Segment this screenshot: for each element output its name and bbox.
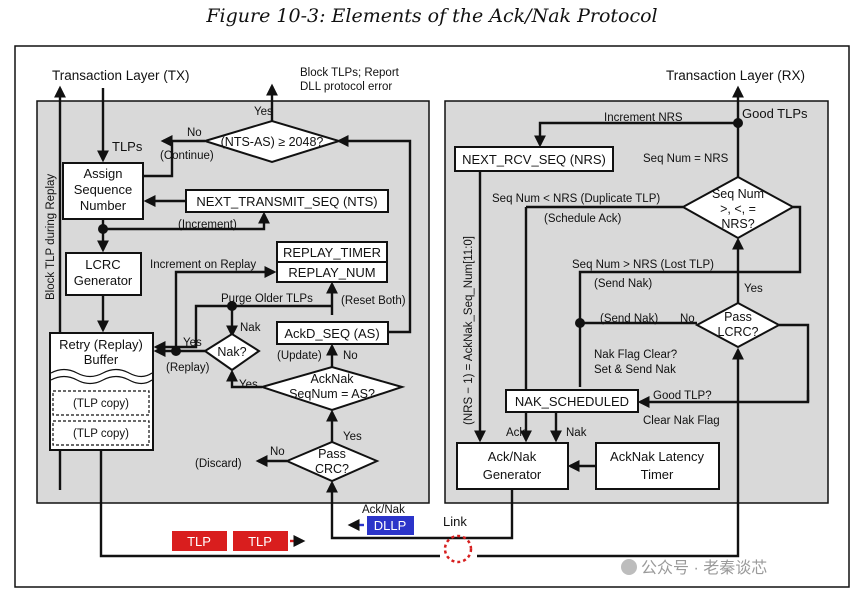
nrs-minus-label: (NRS − 1) = AckNak_Seq_Num[11:0] [463, 236, 475, 425]
continue-label: (Continue) [160, 150, 214, 162]
purge-label: Purge Older TLPs [221, 293, 313, 305]
nak-label-rx: Nak [566, 427, 587, 439]
nak-flag-clear: Nak Flag Clear?Set & Send Nak [594, 349, 677, 376]
tlp-copy-1: (TLP copy) [73, 398, 129, 410]
link-circle [443, 534, 473, 564]
good-tlps-label: Good TLPs [742, 106, 808, 121]
increment-nrs-label: Increment NRS [604, 112, 683, 124]
dllp-text: DLLP [374, 518, 407, 533]
lcrc-yes: Yes [744, 283, 763, 295]
tlp-copy-slot-1 [52, 390, 150, 416]
acknak-yes: Yes [239, 379, 258, 391]
lcrc-generator-box [65, 252, 142, 296]
acknak-seqnum-diamond [258, 365, 406, 412]
acknak-latency-timer-box [595, 442, 720, 490]
send-nak-2: (Send Nak) [600, 313, 658, 325]
link-label: Link [443, 514, 467, 529]
nak-decision-diamond [203, 332, 261, 372]
block-replay-label: Block TLP during Replay [45, 174, 57, 300]
ack-label: Ack [506, 427, 525, 439]
good-tlp-q: Good TLP? [653, 390, 712, 402]
nak-scheduled-label: NAK_SCHEDULED [515, 394, 629, 409]
reset-both-label: (Reset Both) [341, 295, 406, 307]
crc-yes: Yes [343, 431, 362, 443]
nts-decision-label: (NTS-AS) ≥ 2048? [221, 135, 324, 149]
dllp-block [367, 516, 414, 535]
nak-label-tx: Nak [240, 322, 261, 334]
schedule-ack-label: (Schedule Ack) [544, 213, 622, 225]
watermark: 公众号 · 老秦谈芯 [641, 559, 767, 577]
update-label: (Update) [277, 350, 322, 362]
acknak-generator-box [456, 442, 569, 490]
nak-decision-label: Nak? [217, 345, 246, 359]
next-rcv-seq-label: NEXT_RCV_SEQ (NRS) [462, 152, 606, 167]
inc-on-replay-label: Increment on Replay [150, 259, 256, 271]
tlp-text-1: TLP [187, 534, 211, 549]
replay-num-label: REPLAY_NUM [288, 265, 375, 280]
increment-label: (Increment) [178, 219, 237, 231]
tlp-text-2: TLP [248, 534, 272, 549]
discard-label: (Discard) [195, 458, 242, 470]
replay-timer-label: REPLAY_TIMER [283, 245, 381, 260]
lost-label: Seq Num > NRS (Lost TLP) [572, 259, 714, 271]
tlps-label: TLPs [112, 139, 143, 154]
no-update-label: No [343, 350, 358, 362]
rx-header: Transaction Layer (RX) [666, 68, 805, 83]
figure-title: Figure 10-3: Elements of the Ack/Nak Pro… [205, 5, 657, 27]
ackd-seq-label: AckD_SEQ (AS) [284, 326, 379, 341]
tx-header: Transaction Layer (TX) [52, 68, 190, 83]
tlp-block-2 [233, 531, 288, 551]
wechat-logo-icon [621, 559, 637, 575]
next-rcv-seq-box [454, 146, 614, 172]
seq-num-decision-label: Seq Num>, <, =NRS? [712, 187, 764, 231]
pass-crc-diamond [284, 440, 380, 483]
tlp-copy-2: (TLP copy) [73, 428, 129, 440]
clear-nak-label: Clear Nak Flag [643, 415, 720, 427]
nts-no: No [187, 127, 202, 139]
retry-buffer-label: Retry (Replay)Buffer [59, 337, 143, 367]
lcrc-no: No [680, 313, 695, 325]
crc-no: No [270, 446, 285, 458]
nak-yes: Yes [183, 337, 202, 349]
replay-label: (Replay) [166, 362, 210, 374]
tlp-copy-slot-2 [52, 420, 150, 446]
tlp-block-1 [172, 531, 227, 551]
next-transmit-seq-label: NEXT_TRANSMIT_SEQ (NTS) [196, 194, 377, 209]
acknak-dllp-label: Ack/Nak [362, 504, 405, 516]
send-nak-1: (Send Nak) [594, 278, 652, 290]
duplicate-label: Seq Num < NRS (Duplicate TLP) [492, 193, 660, 205]
seq-eq-nrs-label: Seq Num = NRS [643, 153, 729, 165]
nts-yes: Yes [254, 106, 273, 118]
assign-sequence-box [62, 162, 144, 220]
